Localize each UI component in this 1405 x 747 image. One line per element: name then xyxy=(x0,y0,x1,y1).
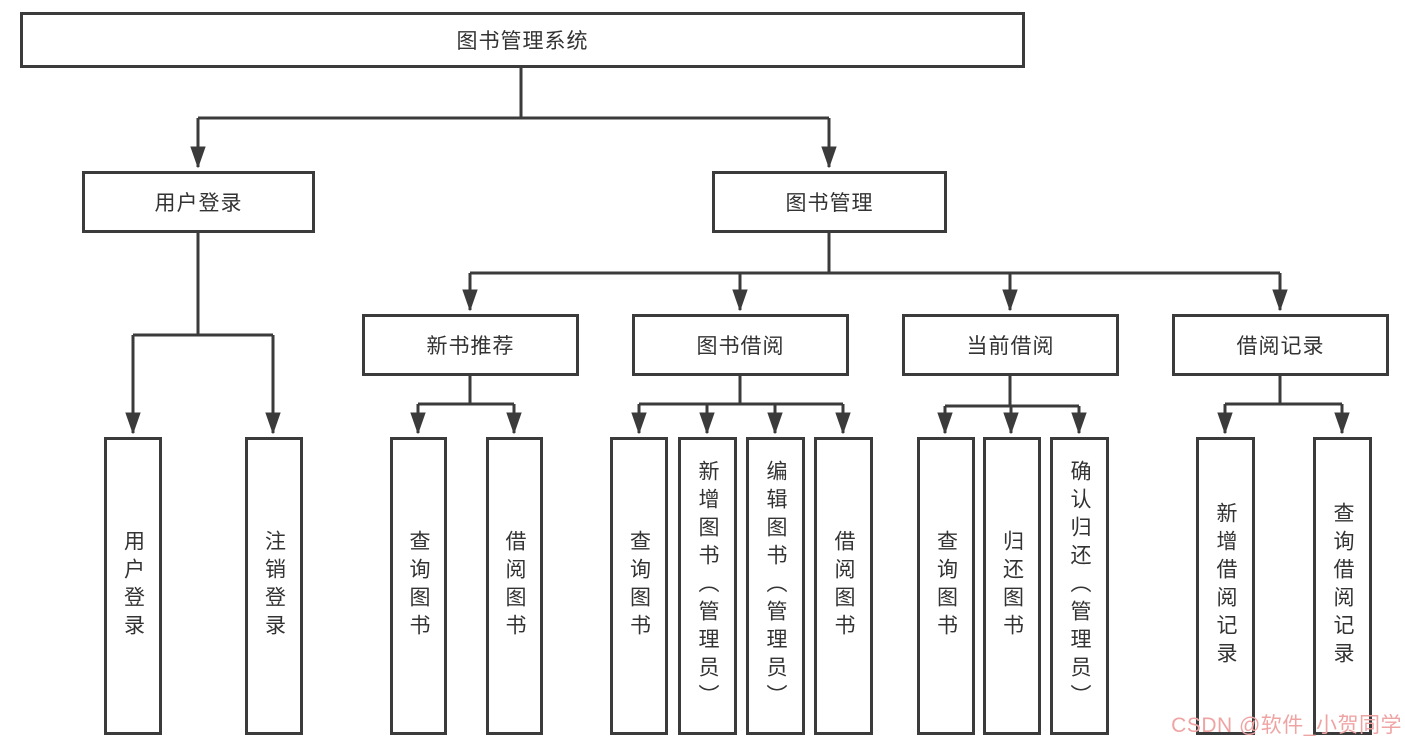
node-logout: 注销登录 xyxy=(245,437,303,735)
node-query-books-recommend: 查询图书 xyxy=(390,437,447,735)
node-borrow-books: 借阅图书 xyxy=(814,437,873,735)
node-query-books-current: 查询图书 xyxy=(917,437,975,735)
node-edit-books-admin: 编辑图书（管理员） xyxy=(746,437,805,735)
node-book-management: 图书管理 xyxy=(712,171,947,233)
node-book-borrowing: 图书借阅 xyxy=(632,314,849,376)
node-borrow-books-recommend: 借阅图书 xyxy=(486,437,543,735)
node-new-book-recommendation: 新书推荐 xyxy=(362,314,579,376)
node-return-books: 归还图书 xyxy=(983,437,1041,735)
node-add-borrow-record: 新增借阅记录 xyxy=(1196,437,1255,735)
node-user-login-leaf: 用户登录 xyxy=(104,437,162,735)
node-add-books-admin: 新增图书（管理员） xyxy=(678,437,737,735)
node-query-books-borrow: 查询图书 xyxy=(610,437,668,735)
node-current-borrowing: 当前借阅 xyxy=(902,314,1119,376)
node-confirm-return-admin: 确认归还（管理员） xyxy=(1050,437,1109,735)
node-query-borrow-record: 查询借阅记录 xyxy=(1313,437,1372,735)
node-user-login: 用户登录 xyxy=(82,171,315,233)
node-library-management-system: 图书管理系统 xyxy=(20,12,1025,68)
node-borrowing-records: 借阅记录 xyxy=(1172,314,1389,376)
csdn-watermark: CSDN @软件_小贺同学 xyxy=(1171,714,1402,737)
